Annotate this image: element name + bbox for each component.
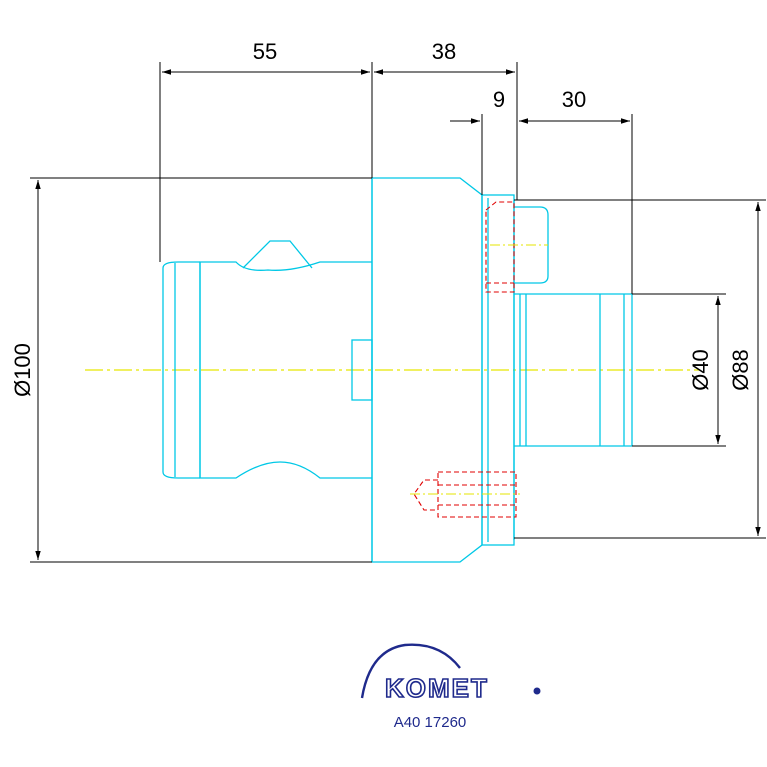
dim-9: 9 [493,87,505,112]
dim-dia88: Ø88 [728,349,753,391]
dim-55: 55 [253,39,277,64]
logo-text: KOMET [385,673,489,703]
hidden-features [413,201,517,518]
komet-logo: KOMET [360,643,541,704]
dim-38: 38 [432,39,456,64]
dimension-lines [30,62,766,563]
part-number: A40 17260 [394,714,467,731]
dim-dia40: Ø40 [688,349,713,391]
dim-dia100: Ø100 [10,343,35,397]
dim-30: 30 [562,87,586,112]
logo-arc [360,643,461,699]
registered-mark [533,687,541,695]
